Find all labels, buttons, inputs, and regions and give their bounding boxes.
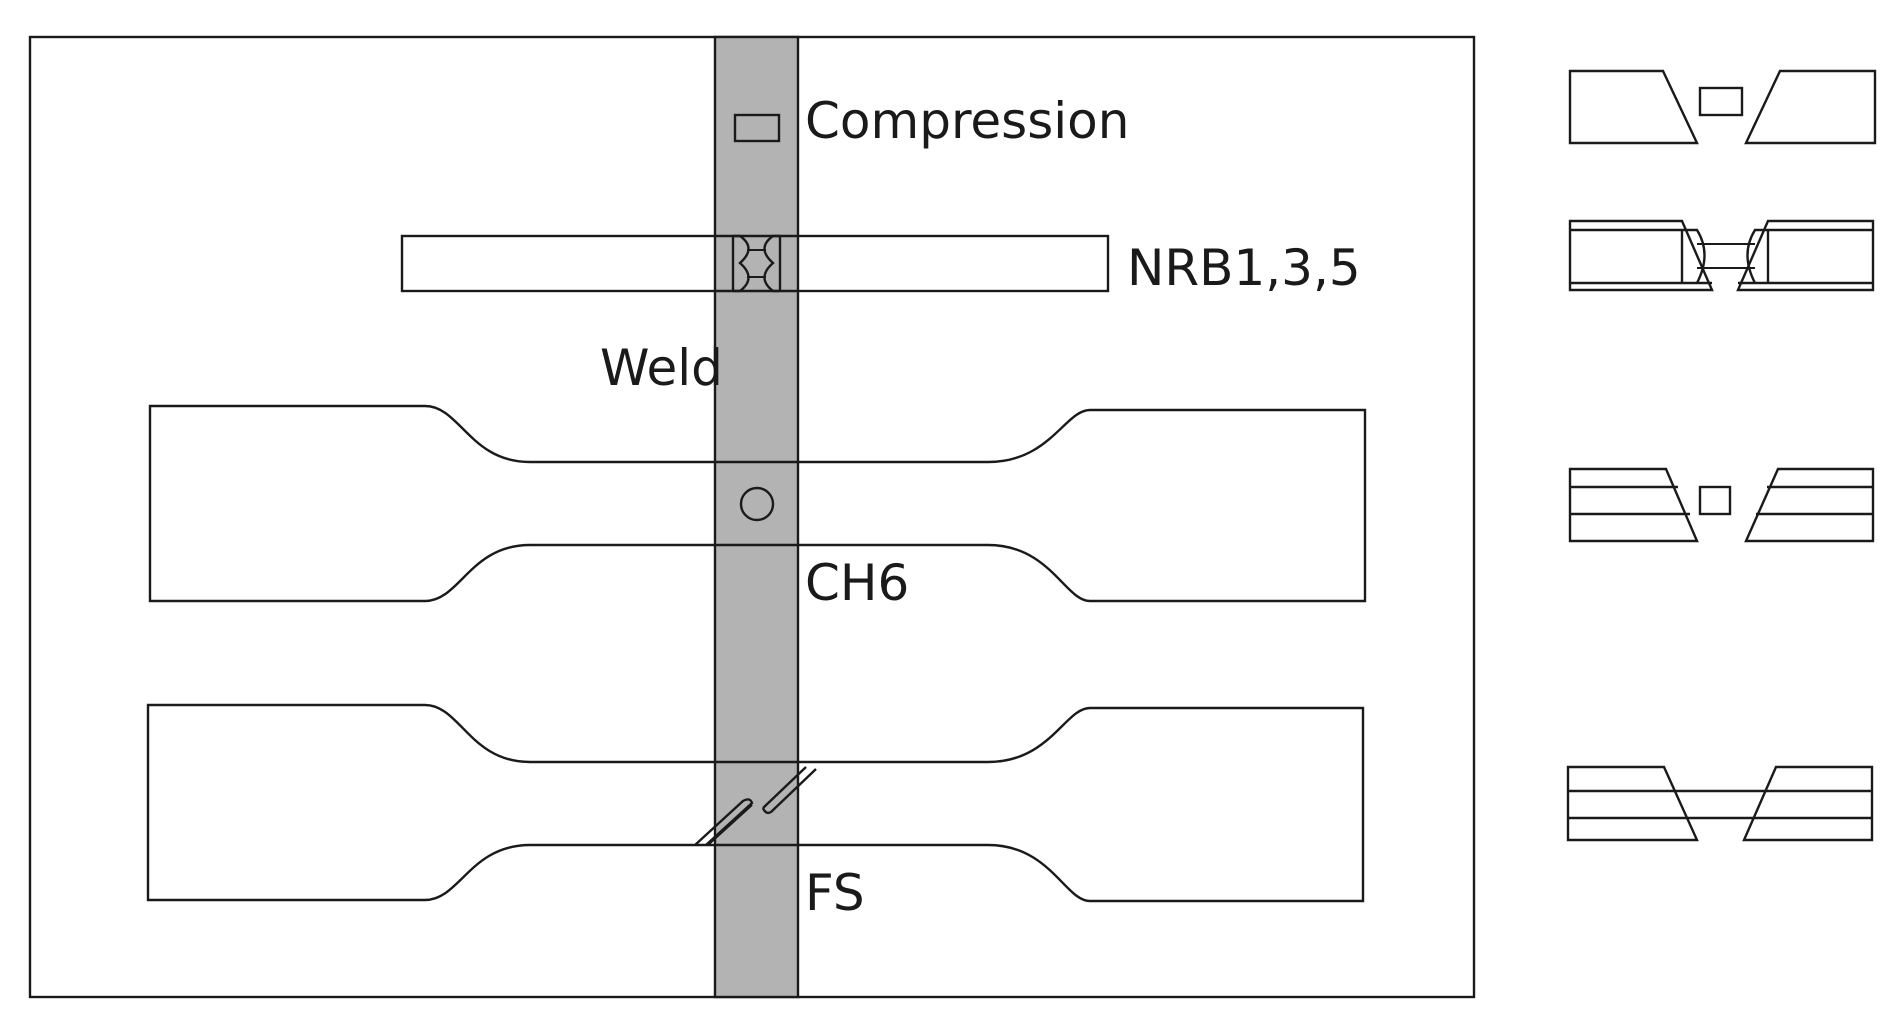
fs-dogbone-specimen xyxy=(146,703,1365,903)
cross-section-ch6 xyxy=(1568,467,1875,543)
label-nrb: NRB1,3,5 xyxy=(1127,239,1361,297)
fs-slot-lower-inner xyxy=(707,804,753,846)
fs-slot-lower xyxy=(694,798,754,846)
nrb-notch-profile xyxy=(733,234,780,293)
fs-slot-upper xyxy=(761,766,817,815)
ch6-circular-specimen xyxy=(739,486,775,522)
weld-zone-band xyxy=(713,35,800,999)
cross-section-fs xyxy=(1566,765,1874,842)
cross-section-nrb xyxy=(1568,219,1875,292)
label-ch6: CH6 xyxy=(805,554,909,612)
ch6-dogbone-specimen xyxy=(148,404,1367,603)
cross-section-compression xyxy=(1568,69,1877,145)
label-weld: Weld xyxy=(600,339,723,397)
compression-specimen xyxy=(733,113,781,143)
label-fs: FS xyxy=(805,864,865,922)
label-compression: Compression xyxy=(805,92,1129,150)
